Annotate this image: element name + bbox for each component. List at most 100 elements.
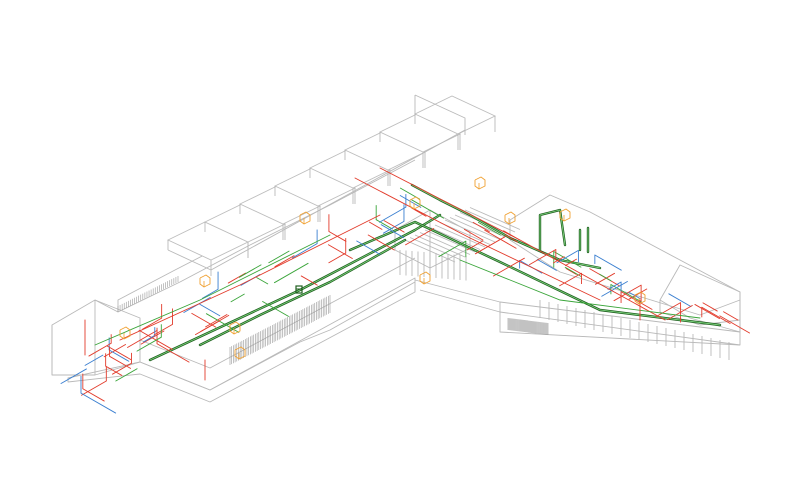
- branch-line: [463, 228, 484, 241]
- branch-line: [274, 255, 295, 268]
- branch-line: [701, 306, 731, 324]
- branch-line: [529, 249, 557, 266]
- branch-line: [127, 329, 158, 348]
- branch-line: [472, 221, 490, 233]
- branch-line: [291, 243, 318, 259]
- branch-line: [205, 313, 240, 333]
- branch-line: [256, 277, 269, 285]
- branch-line: [191, 312, 217, 328]
- branch-line: [595, 272, 616, 285]
- branch-line: [553, 256, 565, 264]
- branch-line: [230, 293, 245, 303]
- branch-line: [594, 254, 622, 271]
- equipment-box-icon: [419, 271, 431, 285]
- branch-line: [142, 317, 163, 330]
- equipment-box-icon: [299, 211, 311, 225]
- main-duct-3: [348, 220, 722, 327]
- branch-line: [411, 207, 427, 217]
- branch-line: [556, 249, 579, 264]
- branch-line: [356, 240, 381, 255]
- branch-line: [109, 355, 131, 369]
- branch-line: [474, 236, 506, 255]
- branch-line: [375, 219, 393, 230]
- branch-line: [115, 368, 138, 382]
- equipment-box-icon: [504, 211, 516, 225]
- branch-line: [399, 195, 422, 208]
- branch-line: [607, 281, 622, 290]
- branch-line: [143, 334, 156, 343]
- branch-line: [81, 380, 107, 396]
- branch-line: [140, 330, 165, 345]
- branch-line: [227, 272, 246, 284]
- equipment-box-icon: [234, 346, 246, 360]
- branch-network: [60, 167, 750, 414]
- branch-line: [668, 293, 692, 307]
- branch-line: [368, 221, 383, 230]
- equipment-box-icon: [409, 196, 421, 210]
- branch-line: [111, 362, 132, 375]
- supply-run: [354, 177, 601, 301]
- branch-line: [60, 368, 87, 384]
- branch-line: [694, 303, 720, 320]
- left-wing-south-wall: [139, 281, 416, 391]
- branch-line: [327, 244, 353, 259]
- branch-line: [199, 303, 221, 317]
- branch-line: [702, 302, 718, 312]
- branch-line: [565, 268, 577, 275]
- branch-line: [438, 240, 467, 258]
- branch-line: [300, 275, 318, 286]
- return-run: [459, 259, 701, 319]
- branch-line: [367, 234, 395, 251]
- main-duct-6: [578, 226, 590, 254]
- left-wing-north-wall: [94, 159, 416, 313]
- equipment-box-icon: [559, 208, 571, 222]
- equipment-box-icon: [634, 291, 646, 305]
- branch-line: [80, 392, 117, 414]
- building-shell: [51, 94, 741, 403]
- branch-line: [238, 264, 262, 278]
- branch-line: [536, 258, 557, 271]
- branch-line: [195, 320, 221, 336]
- central-court-hatch: [399, 207, 521, 281]
- branch-line: [156, 343, 190, 363]
- equipment-box-icon: [119, 326, 131, 340]
- branch-line: [153, 323, 173, 336]
- branch-line: [138, 329, 173, 350]
- equipment-box-icon: [474, 176, 486, 190]
- branch-line: [565, 258, 577, 266]
- branch-line: [262, 301, 289, 317]
- branch-line: [82, 388, 105, 402]
- branch-line: [723, 311, 739, 321]
- branch-line: [380, 224, 405, 239]
- branch-line: [106, 345, 132, 361]
- branch-line: [655, 302, 682, 317]
- branch-line: [88, 342, 112, 357]
- right-facade-grid: [539, 300, 730, 360]
- branch-line: [613, 284, 642, 302]
- equipment-box-icon: [229, 321, 241, 335]
- supply-run: [379, 167, 666, 321]
- branch-line: [719, 315, 750, 334]
- branch-line: [84, 354, 104, 366]
- branch-line: [667, 305, 693, 321]
- supply-run: [119, 214, 381, 341]
- branch-line: [108, 349, 130, 362]
- branch-line: [202, 288, 219, 299]
- branch-line: [383, 220, 405, 233]
- branch-line: [405, 228, 435, 246]
- right-hatched-wall: [507, 318, 549, 335]
- branch-line: [411, 199, 444, 219]
- branch-line: [382, 220, 405, 234]
- riser-icon: [295, 285, 303, 294]
- left-hatched-wall: [117, 276, 331, 365]
- branch-line: [553, 251, 582, 268]
- branch-line: [136, 336, 162, 352]
- branch-line: [504, 234, 519, 243]
- branch-line: [268, 250, 290, 264]
- branch-line: [610, 284, 642, 303]
- branch-line: [205, 314, 228, 328]
- branch-line: [477, 221, 501, 236]
- branch-line: [620, 291, 653, 310]
